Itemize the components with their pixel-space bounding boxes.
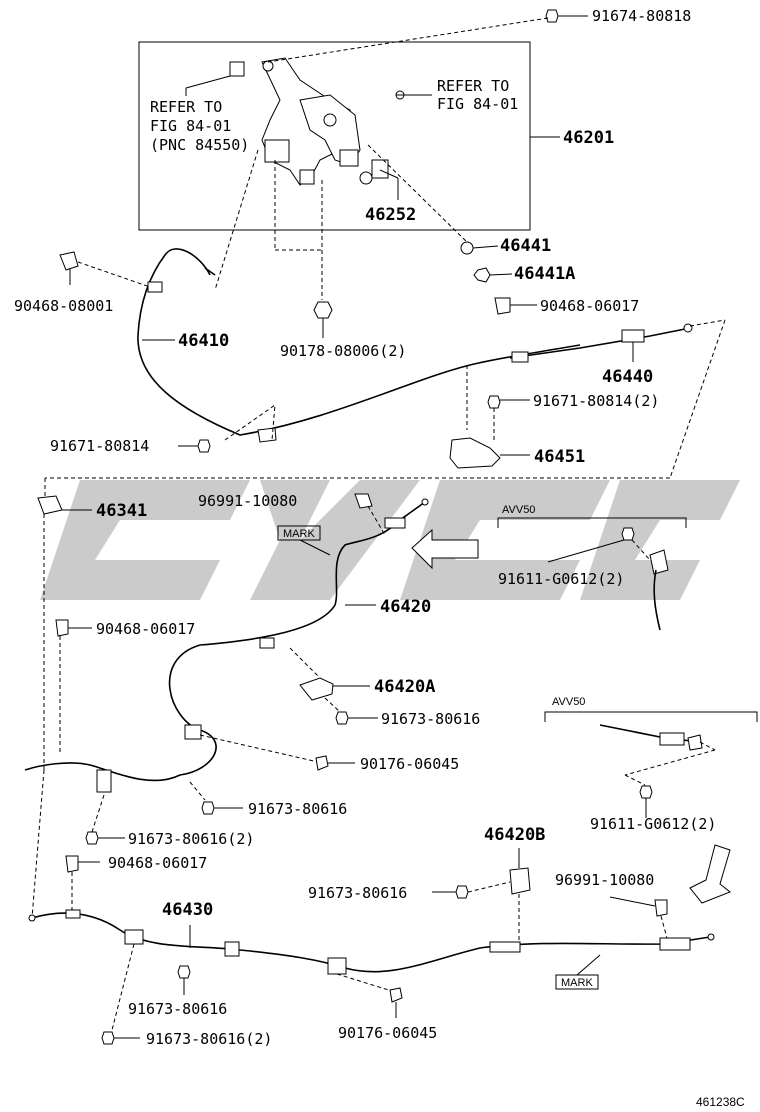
clip-46441 xyxy=(460,241,474,255)
label-46440: 46440 xyxy=(602,367,653,387)
label-91673-80616-a: 91673-80616 xyxy=(381,710,480,728)
bolt-91671-80814 xyxy=(197,439,211,453)
label-91671-80814: 91671-80814 xyxy=(50,437,149,455)
direction-arrow-a xyxy=(411,528,479,570)
label-46441: 46441 xyxy=(500,236,551,256)
label-96991-10080-a-shape xyxy=(354,493,373,509)
bracket-46451 xyxy=(449,437,501,469)
label-96991-10080-b-shape xyxy=(654,899,668,917)
label-refer-right-1: REFER TO xyxy=(437,77,509,95)
grommet-90176-06045-b xyxy=(389,987,403,1003)
label-avv50-b: AVV50 xyxy=(552,696,585,708)
label-refer-left-2: FIG 84-01 xyxy=(150,117,231,135)
label-refer-right-2: FIG 84-01 xyxy=(437,95,518,113)
label-90468-06017-a: 90468-06017 xyxy=(540,297,639,315)
label-mark-b: MARK xyxy=(561,977,593,989)
bolt-91674-80818 xyxy=(545,9,559,23)
label-refer-left-3: (PNC 84550) xyxy=(150,136,249,154)
label-mark-a: MARK xyxy=(283,528,315,540)
part-46420A xyxy=(299,677,334,701)
part-46341 xyxy=(37,495,63,515)
label-91611-g0612-a: 91611-G0612(2) xyxy=(498,570,624,588)
label-46430: 46430 xyxy=(162,900,213,920)
label-90468-06017-b: 90468-06017 xyxy=(96,620,195,638)
label-46451: 46451 xyxy=(534,447,585,467)
clip-90468-06017-b xyxy=(55,619,69,637)
watermark-logo xyxy=(40,480,740,600)
label-91671-80814-2: 91671-80814(2) xyxy=(533,392,659,410)
pedal-assembly-box xyxy=(138,41,531,231)
avv50-bracket-b xyxy=(544,711,758,722)
figure-code: 461238C xyxy=(696,1095,745,1109)
cable-46430 xyxy=(31,912,711,973)
label-46420B: 46420B xyxy=(484,825,545,845)
label-90468-06017-c: 90468-06017 xyxy=(108,854,207,872)
label-91611-g0612-b: 91611-G0612(2) xyxy=(590,815,716,833)
label-46420: 46420 xyxy=(380,597,431,617)
label-91673-80616-d: 91673-80616 xyxy=(308,884,407,902)
equalizer-46440 xyxy=(621,329,645,343)
label-96991-10080-b: 96991-10080 xyxy=(555,871,654,889)
label-46420A: 46420A xyxy=(374,677,435,697)
clip-90468-06017-c xyxy=(65,855,79,873)
cable-46410 xyxy=(137,248,581,436)
direction-arrow-b xyxy=(689,844,731,904)
label-46252: 46252 xyxy=(365,205,416,225)
clip-90468-08001 xyxy=(59,251,79,271)
label-91674-80818: 91674-80818 xyxy=(592,7,691,25)
label-90176-06045-b: 90176-06045 xyxy=(338,1024,437,1042)
label-90468-08001: 90468-08001 xyxy=(14,297,113,315)
grommet-90176-06045-a xyxy=(315,755,329,771)
part-46420B xyxy=(509,867,531,895)
label-refer-left-1: REFER TO xyxy=(150,98,222,116)
bolt-91671-80814-2 xyxy=(487,395,501,409)
parking-brake-pedal-assembly xyxy=(229,57,405,186)
clip-46441A xyxy=(473,267,491,283)
mark-box-a xyxy=(277,525,321,541)
label-46341: 46341 xyxy=(96,501,147,521)
label-46410: 46410 xyxy=(178,331,229,351)
label-avv50-a: AVV50 xyxy=(502,504,535,516)
avv50-bracket-a xyxy=(497,517,687,528)
clip-90468-06017-a xyxy=(494,297,511,315)
label-96991-10080-a: 96991-10080 xyxy=(198,492,297,510)
label-46441A: 46441A xyxy=(514,264,575,284)
label-91673-80616-f: 91673-80616(2) xyxy=(146,1030,272,1048)
label-91673-80616-b: 91673-80616 xyxy=(248,800,347,818)
label-91673-80616-e: 91673-80616 xyxy=(128,1000,227,1018)
label-90178-08006: 90178-08006(2) xyxy=(280,342,406,360)
part-46252-shape xyxy=(371,159,389,179)
nut-90178-08006 xyxy=(313,301,333,319)
label-91673-80616-c: 91673-80616(2) xyxy=(128,830,254,848)
label-90176-06045-a: 90176-06045 xyxy=(360,755,459,773)
label-46201: 46201 xyxy=(563,128,614,148)
